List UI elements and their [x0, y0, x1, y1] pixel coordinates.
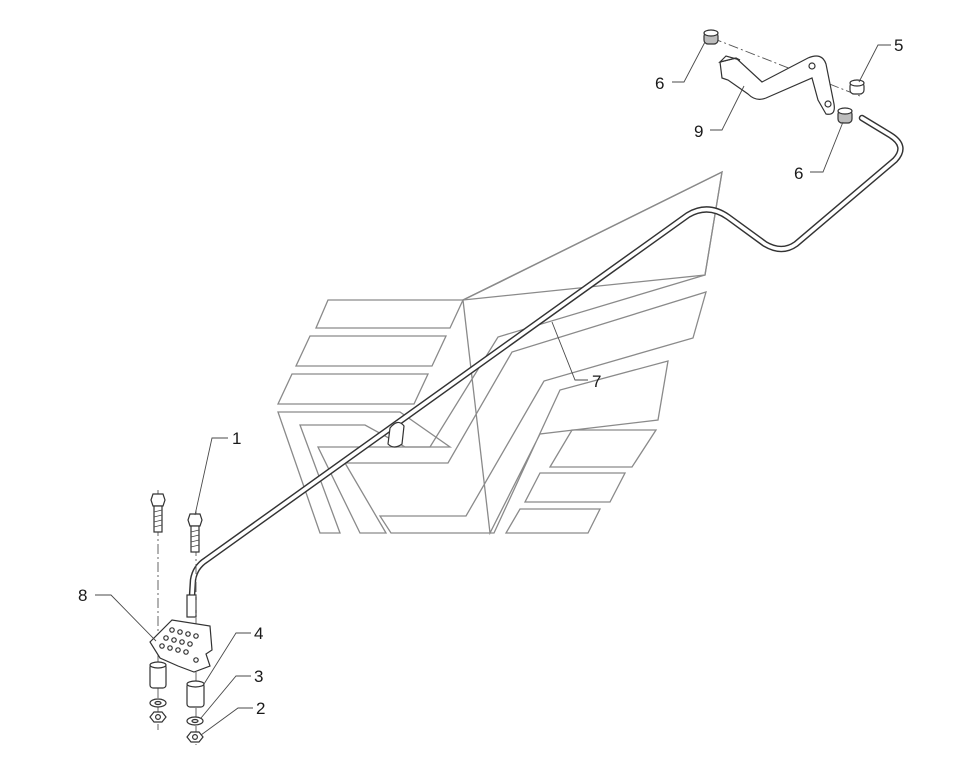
callout-6-top: 6 — [655, 74, 664, 93]
bolt-left — [150, 493, 166, 533]
watermark-chevron-outer — [316, 170, 723, 536]
bracket-axis-line — [711, 37, 861, 97]
spacer-right — [186, 680, 205, 708]
rod — [186, 114, 904, 618]
watermark-stripe-2 — [294, 335, 448, 367]
bushing-6-bottom — [837, 107, 853, 124]
mounting-plate — [149, 619, 213, 673]
rod-clip — [387, 421, 405, 448]
watermark-stripe-5 — [523, 472, 627, 503]
leader-lines — [95, 41, 891, 736]
callout-6-bottom: 6 — [794, 164, 803, 183]
callout-7: 7 — [592, 372, 601, 391]
bracket-hole-2 — [824, 100, 832, 108]
rod-outline — [187, 114, 904, 616]
leader-8 — [95, 594, 157, 642]
watermark-stripe-4 — [548, 429, 658, 468]
leader-6b — [810, 121, 844, 173]
spacer-left — [149, 661, 167, 689]
bushing-5 — [849, 79, 865, 95]
leader-4 — [203, 632, 251, 685]
callout-1: 1 — [232, 429, 241, 448]
washer-right — [186, 716, 204, 726]
callout-labels: 1 2 3 4 5 6 6 7 8 9 — [78, 36, 903, 718]
callout-5: 5 — [894, 36, 903, 55]
callout-2: 2 — [256, 699, 265, 718]
bolt-right — [187, 513, 203, 553]
bracket-tab — [718, 55, 741, 64]
bushing-6-top — [703, 29, 719, 45]
leader-6a — [672, 41, 706, 83]
nut-right — [186, 731, 204, 743]
leader-2 — [200, 707, 253, 736]
rod-end-flat — [186, 594, 197, 618]
leader-1 — [194, 437, 228, 516]
nut-left — [149, 711, 167, 723]
upper-bracket-assembly — [703, 29, 865, 124]
rod-inner — [189, 116, 903, 614]
watermark-logo — [276, 170, 723, 536]
leader-9 — [710, 85, 745, 131]
bracket-arm — [719, 55, 835, 115]
watermark-fin-top — [462, 170, 723, 301]
watermark-stripe-1 — [315, 299, 465, 329]
callout-8: 8 — [78, 586, 87, 605]
leader-3 — [200, 675, 251, 719]
washer-left — [149, 698, 167, 708]
watermark-stripe-3 — [276, 373, 430, 405]
leader-7 — [551, 321, 588, 381]
watermark-stripe-6 — [504, 508, 602, 534]
lower-mount-assembly — [149, 490, 213, 745]
leader-5 — [858, 44, 891, 83]
callout-4: 4 — [254, 624, 263, 643]
watermark-chevron-inner — [277, 411, 453, 534]
callout-9: 9 — [694, 122, 703, 141]
bracket-hole-1 — [808, 62, 816, 70]
callout-3: 3 — [254, 667, 263, 686]
